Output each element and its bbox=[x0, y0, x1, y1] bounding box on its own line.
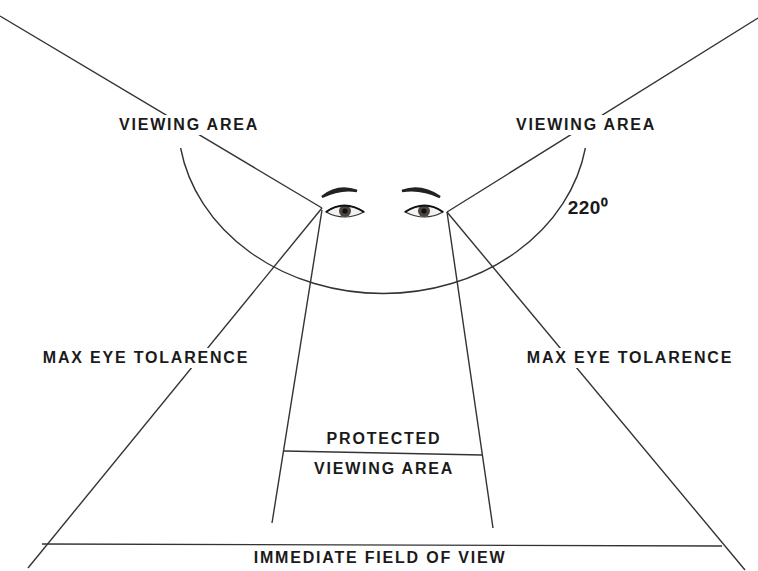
area-label: VIEWING AREA bbox=[513, 115, 659, 135]
eyelid bbox=[405, 206, 443, 213]
eyebrow bbox=[402, 189, 440, 197]
tolerance-label: MAX EYE TOLARENCE bbox=[524, 348, 736, 368]
eye bbox=[405, 206, 443, 218]
left-tolerance-line bbox=[28, 208, 322, 568]
right-protected-line bbox=[447, 212, 493, 528]
eyes bbox=[322, 189, 443, 217]
angle-label: 220⁰ bbox=[565, 198, 612, 218]
right-tolerance-line bbox=[447, 212, 745, 570]
protected-divider bbox=[284, 451, 482, 455]
upper-left-sightline bbox=[0, 16, 322, 208]
tolerance-label: MAX EYE TOLARENCE bbox=[40, 348, 252, 368]
field-label: IMMEDIATE FIELD OF VIEW bbox=[251, 548, 510, 568]
protected-label: PROTECTED VIEWING AREA bbox=[286, 423, 482, 485]
view-lines bbox=[0, 16, 758, 570]
viewing-arc bbox=[181, 148, 586, 294]
upper-right-sightline bbox=[447, 18, 758, 212]
pupil bbox=[421, 208, 426, 213]
eyebrow bbox=[322, 189, 357, 197]
area-label: VIEWING AREA bbox=[116, 115, 262, 135]
immediate-field-line bbox=[42, 544, 722, 546]
pupil bbox=[342, 208, 347, 213]
eyelid bbox=[326, 206, 364, 213]
eye bbox=[326, 206, 364, 218]
